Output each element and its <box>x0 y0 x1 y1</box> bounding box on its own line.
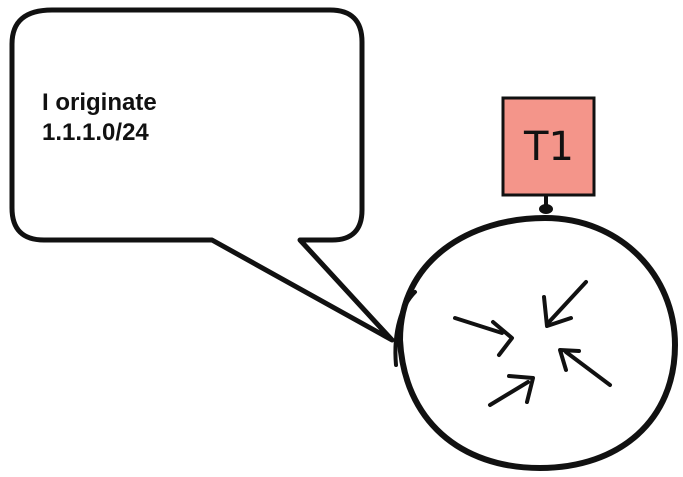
arrow-top-right-head <box>542 295 573 328</box>
arrow-top-right <box>547 280 588 324</box>
router-arrows-icon <box>453 280 612 407</box>
router-outline <box>396 214 679 472</box>
tag-box <box>501 96 596 197</box>
arrow-right <box>564 350 612 387</box>
tag-pin <box>539 204 553 214</box>
tag-label: T1 <box>523 124 574 170</box>
arrow-left <box>453 316 504 335</box>
router-outline-sketch <box>393 290 417 367</box>
speech-line-1: I originate <box>42 89 157 116</box>
arrow-left-head <box>491 320 514 357</box>
arrow-bottom-left-head <box>507 374 535 404</box>
router-tag: T1 <box>501 96 596 214</box>
arrow-right-head <box>558 348 581 372</box>
speech-bubble-text: I originate 1.1.1.0/24 <box>42 88 302 148</box>
speech-bubble-outline <box>9 7 395 343</box>
speech-bubble <box>9 7 395 343</box>
router <box>393 214 679 472</box>
speech-line-2: 1.1.1.0/24 <box>42 119 149 146</box>
arrow-bottom-left <box>488 380 530 407</box>
